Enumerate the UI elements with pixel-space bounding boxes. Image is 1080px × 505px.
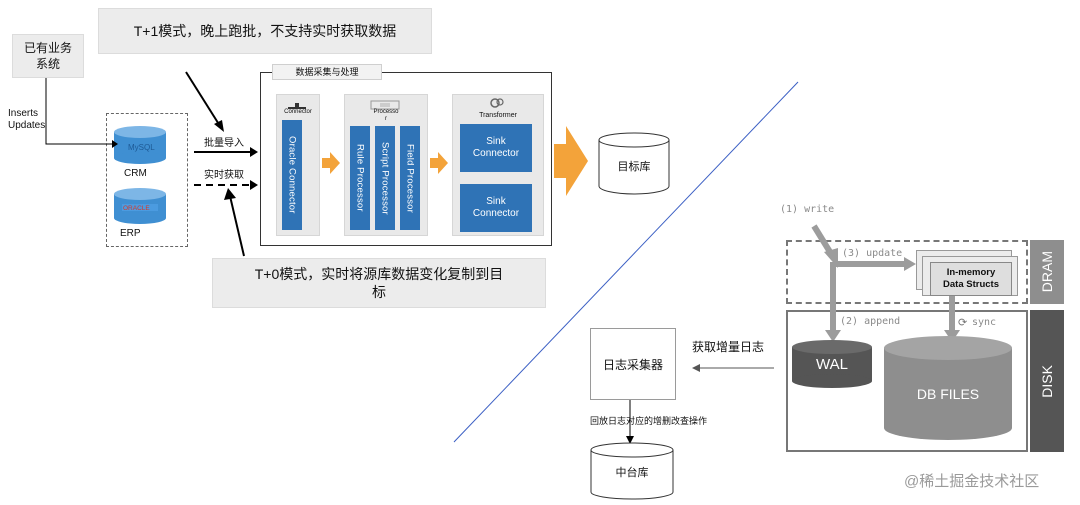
pipeline-title-tab: 数据采集与处理 <box>272 64 382 80</box>
legacy-system-box: 已有业务 系统 <box>12 34 84 78</box>
sync-label: sync <box>972 317 997 328</box>
wal-cylinder <box>792 340 872 388</box>
wal-label: WAL <box>816 356 848 373</box>
script-processor-label: Script Processor <box>379 141 391 215</box>
field-processor-label: Field Processor <box>404 143 416 213</box>
source-systems-box <box>106 113 188 247</box>
dram-tab: DRAM <box>1030 240 1064 304</box>
orange-arrow-big <box>554 126 588 201</box>
inmemory-box: In-memory Data Structs <box>930 262 1012 296</box>
oracle-connector-label: Oracle Connector <box>286 136 298 214</box>
transformer-icon <box>489 96 505 108</box>
disk-label: DISK <box>1039 364 1055 398</box>
log-collector-box: 日志采集器 <box>590 328 676 400</box>
get-log-label: 获取增量日志 <box>692 340 765 354</box>
rule-processor-label: Rule Processor <box>354 144 366 212</box>
svg-text:ORACLE: ORACLE <box>123 205 150 212</box>
update-label: (3) update <box>842 248 903 259</box>
sync-icon: ⟳ <box>958 317 968 329</box>
dbfiles-cylinder <box>884 336 1012 440</box>
rule-processor-bar: Rule Processor <box>350 126 370 230</box>
erp-label: ERP <box>120 228 141 239</box>
oracle-db-icon: ORACLE <box>114 188 166 224</box>
replay-label: 回放日志对应的增删改查操作 <box>590 416 708 426</box>
batch-import-label: 批量导入 <box>204 138 244 149</box>
realtime-label: 实时获取 <box>204 170 244 181</box>
mysql-db-icon: MySQL <box>114 126 166 164</box>
dram-region <box>786 240 1028 304</box>
svg-text:MySQL: MySQL <box>128 143 155 152</box>
sink-connector-2: Sink Connector <box>460 184 532 232</box>
inserts-updates-label: Inserts Updates <box>8 108 46 131</box>
note-t1: T+1模式，晚上跑批，不支持实时获取数据 <box>98 8 432 54</box>
field-processor-bar: Field Processor <box>400 126 420 230</box>
orange-arrow-1 <box>322 152 342 179</box>
disk-region <box>786 310 1028 452</box>
connector-icon <box>287 98 307 109</box>
dbfiles-label: DB FILES <box>916 386 980 402</box>
connector-head: Connector <box>284 109 312 115</box>
processor-icon <box>370 97 400 110</box>
write-label: (1) write <box>780 204 835 215</box>
middle-db-label: 中台库 <box>615 467 649 479</box>
disk-tab: DISK <box>1030 310 1064 452</box>
oracle-connector-bar: Oracle Connector <box>282 120 302 230</box>
middle-db-cylinder <box>590 442 674 500</box>
sink-connector-1: Sink Connector <box>460 124 532 172</box>
script-processor-bar: Script Processor <box>375 126 395 230</box>
target-db-label: 目标库 <box>617 161 651 173</box>
note-t0: T+0模式，实时将源库数据变化复制到目 标 <box>212 258 546 308</box>
crm-label: CRM <box>124 168 147 179</box>
processor-head: Processo r <box>373 109 399 122</box>
orange-arrow-2 <box>430 152 450 179</box>
append-label: (2) append <box>840 316 901 327</box>
watermark: @稀土掘金技术社区 <box>904 473 1040 490</box>
dram-label: DRAM <box>1039 251 1055 293</box>
transformer-head: Transformer <box>479 112 517 119</box>
